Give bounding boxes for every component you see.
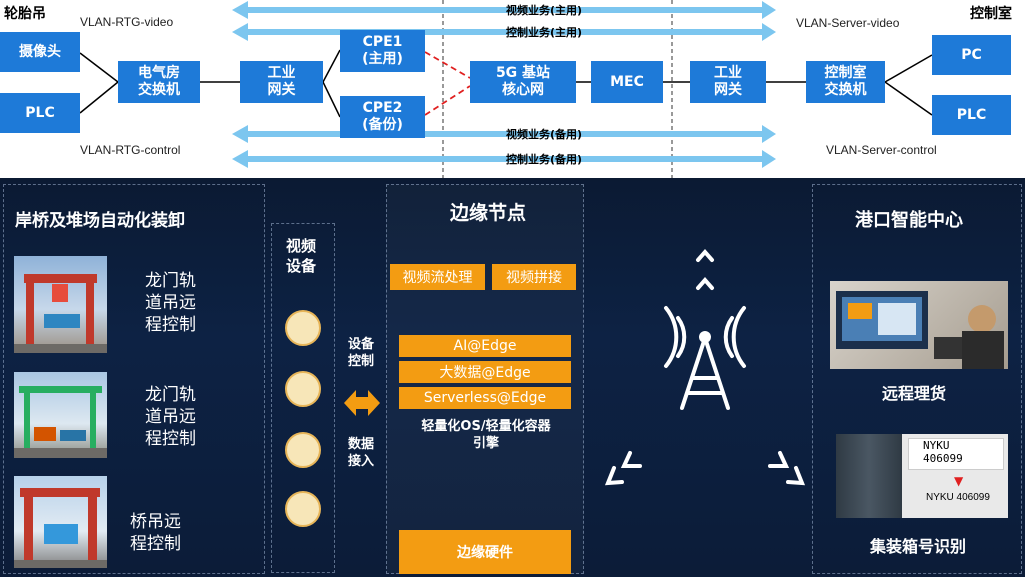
camera-icon xyxy=(285,491,321,527)
camera-icon xyxy=(285,371,321,407)
rtg-remote-control-2: 龙门轨道吊远程控制 xyxy=(145,384,196,450)
control-room-switch-node: 控制室交换机 xyxy=(806,61,885,103)
5g-core-node: 5G 基站核心网 xyxy=(470,61,576,103)
edge-node-title: 边缘节点 xyxy=(450,198,526,225)
video-devices-title: 视频设备 xyxy=(286,236,316,276)
edge-hardware-box: 边缘硬件 xyxy=(399,530,571,574)
video-primary-label: 视频业务(主用) xyxy=(444,2,644,18)
industrial-gateway-right-node: 工业网关 xyxy=(690,61,766,103)
vlan-rtg-control-label: VLAN-RTG-control xyxy=(80,143,180,157)
remote-tally-label: 远程理货 xyxy=(882,380,946,404)
cpe2-backup-node: CPE2(备份) xyxy=(340,96,425,138)
container-door-image xyxy=(836,434,902,518)
bigdata-edge-box: 大数据@Edge xyxy=(399,361,571,383)
tire-crane-title: 轮胎吊 xyxy=(4,3,46,23)
mec-node: MEC xyxy=(591,61,663,103)
control-primary-label: 控制业务(主用) xyxy=(444,24,644,40)
camera-node: 摄像头 xyxy=(0,32,80,72)
vlan-server-control-label: VLAN-Server-control xyxy=(826,143,937,157)
quay-crane-photo xyxy=(14,476,107,568)
gantry-crane-icon xyxy=(14,256,107,353)
device-control-label: 设备控制 xyxy=(348,336,374,370)
operator-workstation-icon xyxy=(830,281,1008,369)
lightweight-os-label: 轻量化OS/轻量化容器引擎 xyxy=(404,418,568,452)
electrical-room-switch-node: 电气房交换机 xyxy=(118,61,200,103)
pc-node: PC xyxy=(932,35,1011,75)
signal-tower-icon xyxy=(600,238,810,508)
gantry-crane-photo-2 xyxy=(14,372,107,458)
recognized-container-code: NYKU 406099 xyxy=(926,492,990,503)
down-arrow-icon: ▼ xyxy=(954,474,963,488)
plc-right-node: PLC xyxy=(932,95,1011,135)
camera-icon xyxy=(285,432,321,468)
network-topology-diagram: 轮胎吊 控制室 VLAN-RTG-video VLAN-RTG-control … xyxy=(0,0,1025,178)
video-stitching-box: 视频拼接 xyxy=(492,264,576,290)
ai-edge-box: AI@Edge xyxy=(399,335,571,357)
camera-icon xyxy=(285,310,321,346)
quay-crane-icon xyxy=(14,476,107,568)
vlan-rtg-video-label: VLAN-RTG-video xyxy=(80,15,173,29)
port-intelligence-title: 港口智能中心 xyxy=(855,206,963,232)
control-room-title: 控制室 xyxy=(970,3,1012,23)
gantry-crane-photo-1 xyxy=(14,256,107,353)
plc-left-node: PLC xyxy=(0,93,80,133)
remote-tally-photo xyxy=(830,281,1008,369)
edge-computing-panel: 岸桥及堆场自动化装卸 龙门轨道吊远程控制 龙门轨道吊远程控制 xyxy=(0,178,1025,577)
data-access-label: 数据接入 xyxy=(348,436,374,470)
cpe1-primary-node: CPE1(主用) xyxy=(340,30,425,72)
video-backup-label: 视频业务(备用) xyxy=(444,126,644,142)
rail-crane-icon xyxy=(14,372,107,458)
industrial-gateway-left-node: 工业网关 xyxy=(240,61,323,103)
quay-crane-remote-control: 桥吊远程控制 xyxy=(130,511,181,555)
control-backup-label: 控制业务(备用) xyxy=(444,151,644,167)
container-id-label: 集装箱号识别 xyxy=(870,533,966,557)
serverless-edge-box: Serverless@Edge xyxy=(399,387,571,409)
rtg-remote-control-1: 龙门轨道吊远程控制 xyxy=(145,270,196,336)
vlan-server-video-label: VLAN-Server-video xyxy=(796,16,899,30)
bidirectional-arrow-icon xyxy=(342,386,382,420)
video-processing-box: 视频流处理 xyxy=(390,264,485,290)
automation-title: 岸桥及堆场自动化装卸 xyxy=(15,206,185,231)
